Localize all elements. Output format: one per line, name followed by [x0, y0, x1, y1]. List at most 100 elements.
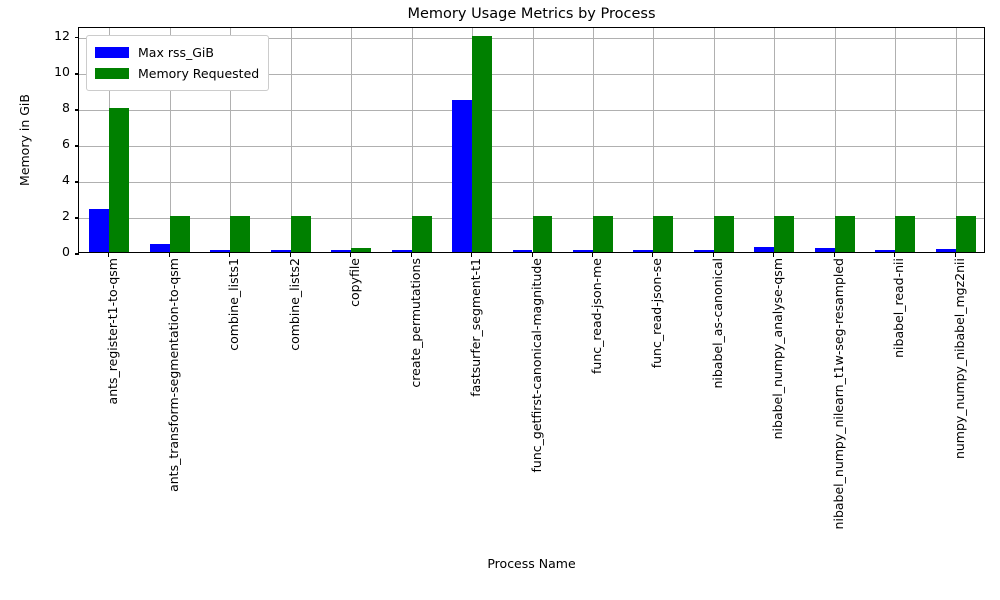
bar-memory-requested [169, 215, 190, 252]
x-tick-mark [652, 253, 654, 257]
bar-max-rss [512, 250, 533, 252]
legend-item-memory-requested: Memory Requested [95, 63, 259, 84]
x-tick-label: combine_lists2 [286, 258, 302, 351]
x-tick-mark [290, 253, 292, 257]
bar-memory-requested [532, 215, 553, 252]
gridline-horizontal [79, 73, 984, 75]
gridline-vertical [291, 28, 292, 252]
gridline-vertical [351, 28, 352, 252]
gridline-horizontal [79, 217, 984, 219]
gridline-vertical [593, 28, 594, 252]
bar-memory-requested [653, 215, 674, 252]
bar-memory-requested [472, 35, 492, 252]
x-tick-label: func_read-json-me [588, 258, 604, 374]
bar-max-rss [210, 250, 231, 252]
x-tick-mark [350, 253, 352, 257]
legend-swatch-memory-requested [95, 68, 129, 79]
bar-memory-requested [955, 215, 976, 252]
x-tick-label: nibabel_read-nii [891, 258, 907, 358]
x-tick-label: combine_lists1 [225, 258, 241, 351]
x-tick-mark [894, 253, 896, 257]
x-tick-mark [955, 253, 957, 257]
y-tick-label: 12 [54, 27, 70, 43]
gridline-vertical [956, 28, 957, 252]
x-axis-tick-labels: ants_register-t1-to-qsm ants_transform-se… [78, 258, 985, 548]
bar-memory-requested [895, 215, 916, 252]
x-tick-label: ants_transform-segmentation-to-qsm [165, 258, 181, 492]
gridline-vertical [774, 28, 775, 252]
x-axis-label: Process Name [487, 556, 576, 571]
gridline-horizontal [79, 37, 984, 39]
bar-max-rss [270, 250, 291, 252]
gridline-vertical [895, 28, 896, 252]
x-tick-mark [229, 253, 231, 257]
x-tick-label: ants_register-t1-to-qsm [104, 258, 120, 405]
y-tick-label: 8 [62, 99, 70, 115]
gridline-vertical [835, 28, 836, 252]
x-tick-mark [411, 253, 413, 257]
x-tick-label: create_permutations [407, 258, 423, 388]
x-tick-label: func_read-json-se [649, 258, 665, 369]
gridline-vertical [653, 28, 654, 252]
gridline-horizontal [79, 109, 984, 111]
grid-layer [75, 28, 984, 255]
y-tick-label: 4 [62, 171, 70, 187]
gridline-horizontal [79, 181, 984, 183]
x-tick-label: numpy_numpy_nibabel_mgz2nii [951, 258, 967, 460]
x-tick-mark [713, 253, 715, 257]
x-tick-label: nibabel_numpy_analyse-qsm [770, 258, 786, 440]
bar-max-rss [814, 248, 835, 252]
bar-memory-requested [109, 107, 130, 252]
x-tick-label: nibabel_numpy_nilearn_t1w-seg-resampled [830, 258, 846, 530]
bar-memory-requested [592, 215, 613, 252]
gridline-horizontal [79, 145, 984, 147]
bar-max-rss [754, 246, 775, 252]
y-tick-mark [75, 37, 79, 39]
x-tick-mark [108, 253, 110, 257]
x-tick-label: fastsurfer_segment-t1 [467, 258, 483, 397]
y-tick-mark [75, 145, 79, 147]
bar-max-rss [149, 243, 170, 252]
bar-max-rss [693, 250, 714, 252]
y-tick-mark [75, 73, 79, 75]
x-tick-mark [834, 253, 836, 257]
chart-legend[interactable]: Max rss_GiB Memory Requested [86, 35, 270, 91]
legend-swatch-max-rss [95, 47, 129, 58]
bar-max-rss [391, 250, 412, 252]
y-tick-mark [75, 217, 79, 219]
gridline-vertical [230, 28, 231, 252]
x-tick-label: copyfile [346, 258, 362, 307]
legend-label-max-rss: Max rss_GiB [138, 45, 214, 60]
gridline-vertical [170, 28, 171, 252]
x-tick-mark [773, 253, 775, 257]
x-tick-mark [471, 253, 473, 257]
x-axis-tick-marks [78, 253, 985, 258]
x-tick-mark [592, 253, 594, 257]
x-tick-mark [532, 253, 534, 257]
y-tick-mark [75, 109, 79, 111]
gridline-vertical [533, 28, 534, 252]
legend-item-max-rss: Max rss_GiB [95, 42, 259, 63]
bar-max-rss [875, 250, 896, 252]
x-tick-label: nibabel_as-canonical [709, 258, 725, 389]
x-tick-mark [169, 253, 171, 257]
bar-memory-requested [351, 248, 372, 252]
legend-label-memory-requested: Memory Requested [138, 66, 260, 81]
bar-memory-requested [713, 215, 734, 252]
bar-memory-requested [411, 215, 432, 252]
bar-max-rss [573, 250, 593, 252]
y-tick-label: 10 [54, 63, 70, 79]
chart-title: Memory Usage Metrics by Process [407, 6, 656, 22]
bar-memory-requested [230, 215, 251, 252]
y-tick-mark [75, 253, 79, 255]
plot-area: Max rss_GiB Memory Requested [75, 27, 985, 255]
bar-max-rss [633, 250, 654, 252]
bar-max-rss [935, 248, 956, 252]
y-tick-label: 6 [62, 135, 70, 151]
bar-memory-requested [290, 215, 311, 252]
y-tick-mark [75, 181, 79, 183]
bar-max-rss [452, 99, 473, 252]
bar-memory-requested [774, 215, 795, 252]
